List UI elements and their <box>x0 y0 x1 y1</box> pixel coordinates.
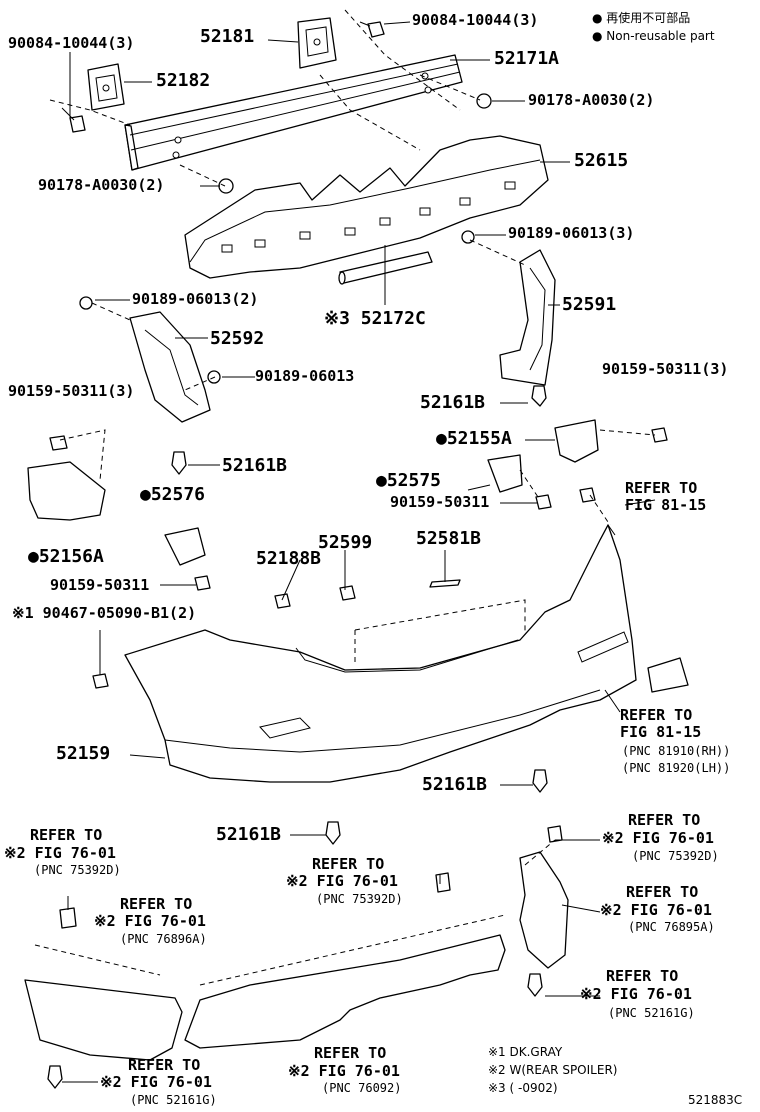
bracket-52182 <box>87 63 125 111</box>
refer-to-pnc: (PNC 81910(RH)) <box>622 744 731 758</box>
part-label: 90159-50311(3) <box>8 382 135 400</box>
part-label: ●52156A <box>28 546 104 567</box>
refer-to-pnc: (PNC 75392D) <box>316 892 403 906</box>
bolt-icon <box>61 21 385 133</box>
refer-to-label: REFER TO <box>314 1044 387 1062</box>
part-label: ※1 90467-05090-B1(2) <box>12 604 197 622</box>
part-label: 90159-50311 <box>390 493 490 511</box>
note-date-range: ※3 ( -0902) <box>488 1081 558 1095</box>
part-label: 52161B <box>420 392 486 413</box>
part-label: ●52575 <box>376 470 442 491</box>
note-rear-spoiler: ※2 W(REAR SPOILER) <box>488 1063 618 1077</box>
part-label: 52161B <box>222 455 288 476</box>
refer-to-fig: FIG 81-15 <box>625 496 707 514</box>
installation-lines <box>34 9 656 986</box>
note-dk-gray: ※1 DK.GRAY <box>488 1045 563 1059</box>
bumper-cover <box>124 524 637 783</box>
part-label: 52161B <box>216 824 282 845</box>
part-label: ●52155A <box>436 428 512 449</box>
part-label: ●52576 <box>140 484 206 505</box>
clip-icon <box>47 385 548 1089</box>
part-label: 90159-50311 <box>50 576 150 594</box>
retainer-52592 <box>129 311 211 423</box>
part-label: 52599 <box>318 532 373 553</box>
foam-pipe <box>338 251 433 285</box>
refer-to-fig: ※2 FIG 76-01 <box>100 1073 212 1091</box>
refer-to-fig: FIG 81-15 <box>620 723 702 741</box>
refer-to-label: REFER TO <box>626 883 699 901</box>
emblem <box>429 579 689 693</box>
leader-lines <box>62 21 656 1083</box>
refer-to-label: REFER TO <box>30 826 103 844</box>
refer-to-pnc: (PNC 81920(LH)) <box>622 761 731 775</box>
lower-spoiler <box>24 825 569 1061</box>
part-label: 52159 <box>56 743 111 764</box>
refer-to-fig: ※2 FIG 76-01 <box>286 872 398 890</box>
refer-to-label: REFER TO <box>625 479 698 497</box>
part-label: 90159-50311(3) <box>602 360 729 378</box>
part-label: 52591 <box>562 294 617 315</box>
part-label: 90178-A0030(2) <box>528 91 655 109</box>
refer-to-fig: ※2 FIG 76-01 <box>94 912 206 930</box>
refer-to-pnc: (PNC 52161G) <box>130 1093 217 1107</box>
part-label: 52171A <box>494 48 560 69</box>
part-label: 90189-06013(2) <box>132 290 259 308</box>
part-label: 90084-10044(3) <box>8 34 135 52</box>
figure-code: 521883C <box>688 1093 743 1107</box>
refer-to-pnc: (PNC 75392D) <box>632 849 719 863</box>
refer-to-label: REFER TO <box>128 1056 201 1074</box>
part-label: 52615 <box>574 150 629 171</box>
refer-to-pnc: (PNC 75392D) <box>34 863 121 877</box>
part-label: 52581B <box>416 528 482 549</box>
bracket-small <box>27 419 599 566</box>
part-label: 52181 <box>200 26 255 47</box>
refer-to-pnc: (PNC 52161G) <box>608 1006 695 1020</box>
refer-to-fig: ※2 FIG 76-01 <box>602 829 714 847</box>
refer-to-pnc: (PNC 76896A) <box>120 932 207 946</box>
retainer-52591 <box>499 249 556 386</box>
energy-absorber <box>184 135 549 279</box>
refer-to-fig: ※2 FIG 76-01 <box>288 1062 400 1080</box>
legend-non-reusable-en: ● Non-reusable part <box>592 29 715 43</box>
part-label: 52182 <box>156 70 211 91</box>
part-label: 90189-06013 <box>255 367 355 385</box>
refer-to-label: REFER TO <box>312 855 385 873</box>
part-label: 52161B <box>422 774 488 795</box>
bracket-52181 <box>297 17 337 69</box>
refer-to-pnc: (PNC 76895A) <box>628 920 715 934</box>
part-label: 90189-06013(3) <box>508 224 635 242</box>
refer-to-fig: ※2 FIG 76-01 <box>600 901 712 919</box>
part-label: ※3 52172C <box>324 308 426 329</box>
legend-non-reusable-jp: ● 再使用不可部品 <box>592 11 691 25</box>
refer-to-label: REFER TO <box>628 811 701 829</box>
refer-to-fig: ※2 FIG 76-01 <box>580 985 692 1003</box>
part-label: 90178-A0030(2) <box>38 176 165 194</box>
part-label: 52592 <box>210 328 265 349</box>
part-label: 90084-10044(3) <box>412 11 539 29</box>
refer-to-label: REFER TO <box>606 967 679 985</box>
refer-to-fig: ※2 FIG 76-01 <box>4 844 116 862</box>
refer-to-label: REFER TO <box>620 706 693 724</box>
bumper-reinforcement <box>124 54 463 171</box>
refer-to-pnc: (PNC 76092) <box>322 1081 402 1095</box>
part-label: 52188B <box>256 548 322 569</box>
refer-to-label: REFER TO <box>120 895 193 913</box>
